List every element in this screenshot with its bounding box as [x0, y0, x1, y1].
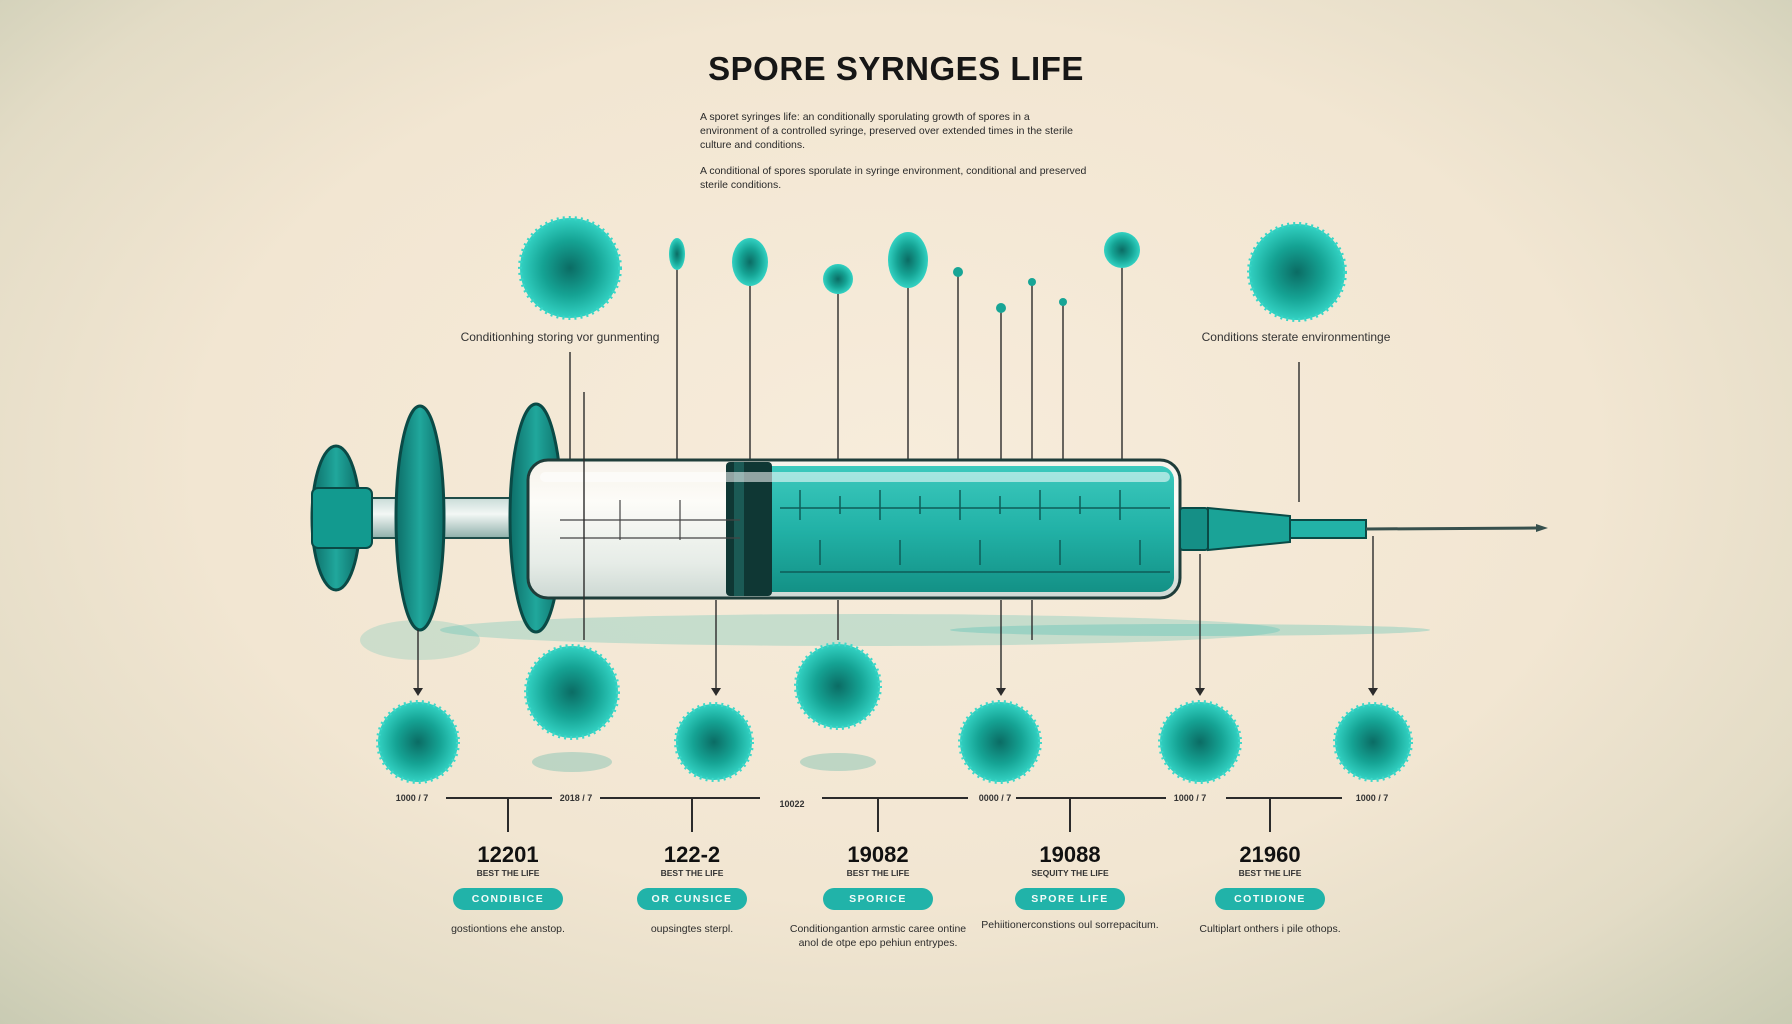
upper-stems	[569, 262, 1300, 502]
milestone-tag-badge: SPORE LIFE	[1015, 888, 1125, 910]
timeline-tick-label: 1000 / 7	[1173, 793, 1207, 803]
callout-label-left: Conditionhing storing vor gunmenting	[460, 330, 660, 344]
plunger-icon	[310, 444, 373, 592]
timeline-tick-label: 10022	[779, 799, 805, 809]
spore-shadows	[532, 752, 876, 772]
arrow-icon-group	[413, 688, 1378, 696]
intro-paragraph-2: A conditional of spores sporulate in syr…	[700, 165, 1087, 191]
milestone-tag-badge: COTIDIONE	[1215, 888, 1325, 910]
milestone-subtitle: SEQUITY THE LIFE	[1031, 868, 1109, 878]
timeline-axis	[446, 797, 1342, 832]
milestone-year: 19088	[1039, 842, 1101, 867]
timeline-tick-label: 1000 / 7	[395, 793, 429, 803]
syringe-shadow	[360, 614, 1430, 660]
milestone-subtitle: BEST THE LIFE	[476, 868, 540, 878]
milestone-subtitle: BEST THE LIFE	[660, 868, 724, 878]
milestone-tag-badge: SPORICE	[823, 888, 933, 910]
intro-paragraph-1: A sporet syringes life: an conditionally…	[700, 111, 1073, 151]
milestone-subtitle: BEST THE LIFE	[846, 868, 910, 878]
spore-icon-large-right	[1247, 222, 1347, 322]
milestone-description: oupsingtes sterpl.	[650, 923, 734, 935]
milestone-year: 19082	[847, 842, 909, 867]
spore-icon-top-row	[669, 232, 1140, 313]
callout-label-right: Conditions sterate environmentinge	[1201, 330, 1391, 344]
timeline-tick-label: 0000 / 7	[978, 793, 1012, 803]
milestone-tag-badge: CONDIBICE	[453, 888, 563, 910]
milestone-year: 122-2	[663, 842, 721, 867]
milestone-description: Pehiitionerconstions oul sorrepacitum.	[981, 919, 1159, 931]
needle-icon	[1365, 524, 1548, 532]
spore-icon-large-left	[518, 216, 622, 320]
page-title: SPORE SYRNGES LIFE	[708, 50, 1084, 87]
spore-icon-bottom-row	[376, 642, 1413, 784]
syringe-illustration	[310, 402, 1548, 634]
milestone-year: 21960	[1239, 842, 1301, 867]
timeline-tick-label: 2018 / 7	[559, 793, 593, 803]
milestone-description: Conditiongantion armstic caree ontine an…	[789, 923, 967, 949]
milestone-year: 12201	[477, 842, 539, 867]
milestone-description: gostiontions ehe anstop.	[451, 923, 565, 935]
milestone-description: Cultiplart onthers i pile othops.	[1199, 923, 1341, 935]
lower-stems	[417, 392, 1374, 690]
milestone-subtitle: BEST THE LIFE	[1238, 868, 1302, 878]
timeline-tick-label: 1000 / 7	[1355, 793, 1389, 803]
milestone-tag-badge: OR CUNSICE	[637, 888, 747, 910]
